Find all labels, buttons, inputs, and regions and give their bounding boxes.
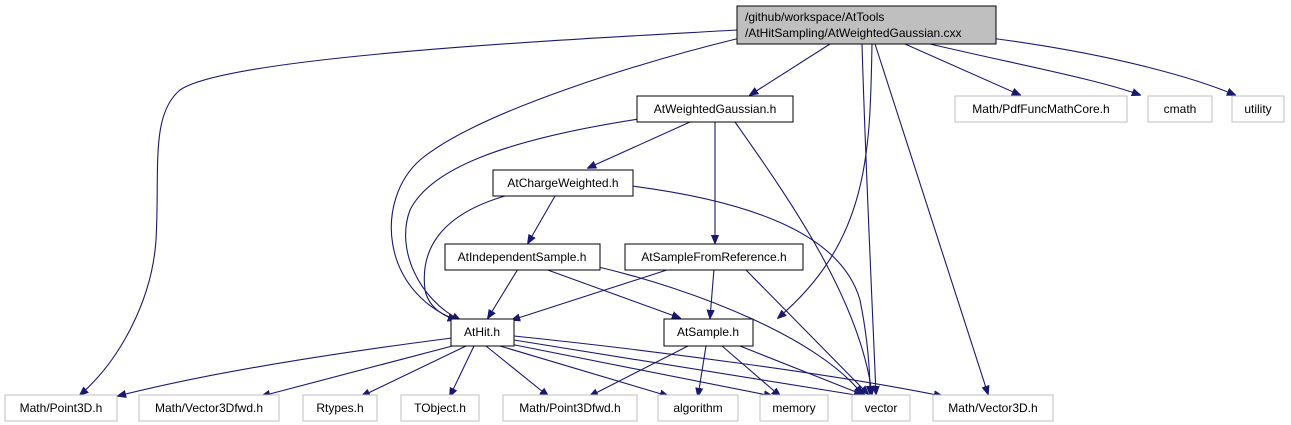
node-tobject-h[interactable]: TObject.h [400, 394, 480, 422]
edge-chargeweighted-to-vector [631, 185, 870, 394]
edge-independentsample-to-atsample [544, 268, 680, 318]
node-box [138, 394, 280, 422]
node-label: utility [1244, 102, 1271, 116]
node-box [502, 394, 638, 422]
edge-root-to-vector [861, 43, 876, 394]
edge-samplefromreference-to-athit [512, 268, 671, 320]
node-label: AtChargeWeighted.h [507, 176, 618, 190]
node-cmath[interactable]: cmath [1147, 95, 1213, 123]
root-node-box [736, 5, 997, 45]
node-label: vector [865, 401, 898, 415]
node-box [657, 394, 739, 422]
node-label: Math/Point3Dfwd.h [519, 401, 620, 415]
node-atchargeweighted-h[interactable]: AtChargeWeighted.h [492, 169, 634, 197]
node-label: algorithm [673, 401, 722, 415]
edge-samplefromreference-to-atsample [710, 268, 714, 318]
root-node-label-line1: /github/workspace/AtTools [745, 10, 884, 24]
node-rtypes-h[interactable]: Rtypes.h [302, 394, 378, 422]
node-math-vector3dfwd-h[interactable]: Math/Vector3Dfwd.h [138, 394, 280, 422]
node-label: Math/Point3D.h [20, 401, 103, 415]
edge-root-to-atsample [778, 43, 873, 318]
node-utility[interactable]: utility [1231, 95, 1285, 123]
edges [80, 29, 1235, 396]
node-label: Math/PdfFuncMathCore.h [972, 102, 1109, 116]
node-box [759, 394, 829, 422]
node-label: memory [772, 401, 815, 415]
node-label: Rtypes.h [316, 401, 363, 415]
node-box [4, 394, 118, 422]
edge-root-to-vector3d [874, 43, 988, 394]
edge-atsample-to-memory [721, 345, 780, 396]
node-label: Math/Vector3Dfwd.h [155, 401, 263, 415]
node-atindependentsample-h[interactable]: AtIndependentSample.h [444, 243, 601, 271]
node-box [1231, 95, 1285, 123]
edge-weightedgaussian-to-athit [405, 117, 646, 320]
node-label: AtSample.h [677, 325, 739, 339]
node-math-vector3d-h[interactable]: Math/Vector3D.h [932, 394, 1054, 422]
node-box [302, 394, 378, 422]
edge-athit-to-vector3d [513, 335, 942, 396]
node-box [400, 394, 480, 422]
root-node-label-line2: /AtHitSampling/AtWeightedGaussian.cxx [745, 26, 962, 40]
edge-root-to-cmath [929, 43, 1140, 95]
edge-athit-to-rtypes [362, 345, 467, 396]
node-label: AtWeightedGaussian.h [654, 102, 777, 116]
node-box [932, 394, 1054, 422]
node-box [954, 95, 1128, 123]
node-algorithm[interactable]: algorithm [657, 394, 739, 422]
edge-root-to-weightedgaussian [750, 43, 831, 95]
node-athit-h[interactable]: AtHit.h [450, 318, 515, 347]
node-box [1147, 95, 1213, 123]
node-atsample-h[interactable]: AtSample.h [663, 318, 754, 347]
edge-atsample-to-algorithm [698, 345, 707, 396]
edge-athit-to-vector [513, 339, 862, 396]
node-box [851, 394, 911, 422]
edge-independentsample-to-athit [488, 268, 519, 318]
edge-weightedgaussian-to-vector [734, 121, 872, 394]
node-label: AtHit.h [464, 325, 500, 339]
node-box [636, 95, 794, 123]
node-label: AtIndependentSample.h [458, 250, 587, 264]
node-box [450, 318, 515, 347]
node-memory[interactable]: memory [759, 394, 829, 422]
edge-root-to-utility [989, 37, 1235, 95]
edge-athit-to-point3dfwd [485, 345, 548, 396]
node-label: TObject.h [414, 401, 466, 415]
edge-athit-to-vector3dfwd [262, 343, 461, 396]
node-atsamplefromreference-h[interactable]: AtSampleFromReference.h [624, 243, 804, 271]
edge-root-to-pdffuncmathcore [904, 43, 1020, 95]
edge-athit-to-tobject [450, 345, 475, 396]
node-box [624, 243, 804, 271]
edge-athit-to-algorithm [499, 345, 668, 396]
edge-samplefromreference-to-vector [744, 268, 868, 394]
node-label: Math/Vector3D.h [948, 401, 1037, 415]
root-source-file-node[interactable]: /github/workspace/AtTools /AtHitSampling… [736, 5, 997, 45]
node-math-point3d-h[interactable]: Math/Point3D.h [4, 394, 118, 422]
node-box [663, 318, 754, 347]
node-box [492, 169, 634, 197]
node-atweightedgaussian-h[interactable]: AtWeightedGaussian.h [636, 95, 794, 123]
node-math-pdffuncmathcore-h[interactable]: Math/PdfFuncMathCore.h [954, 95, 1128, 123]
edge-athit-to-point3d [118, 337, 453, 396]
node-label: AtSampleFromReference.h [641, 250, 786, 264]
edge-chargeweighted-to-independentsample [528, 195, 556, 243]
node-label: cmath [1164, 102, 1197, 116]
edge-atsample-to-vector [739, 345, 866, 396]
edge-root-to-athit [390, 37, 741, 320]
node-math-point3dfwd-h[interactable]: Math/Point3Dfwd.h [502, 394, 638, 422]
node-box [444, 243, 601, 271]
edge-chargeweighted-to-athit [423, 195, 506, 320]
node-vector[interactable]: vector [851, 394, 911, 422]
edge-root-to-point3d [80, 29, 738, 395]
edge-weightedgaussian-to-chargeweighted [588, 121, 691, 168]
edge-atsample-to-point3dfwd [590, 345, 689, 396]
